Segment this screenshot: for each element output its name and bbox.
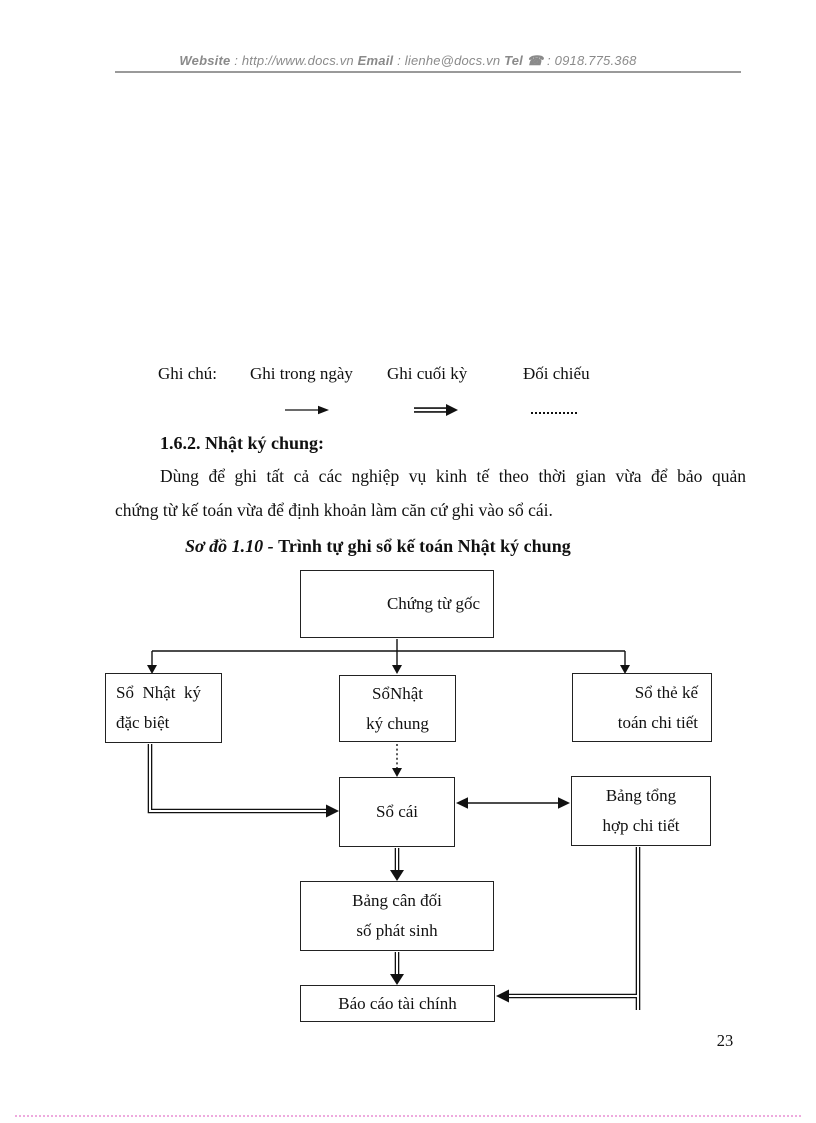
paragraph-line-1: Dùng để ghi tất cả các nghiệp vụ kinh tế… — [160, 466, 746, 486]
header-email-label: Email — [357, 53, 394, 68]
arrow-nhatkychung-to-socai — [392, 744, 402, 777]
diagram-title-number: Sơ đồ 1.10 - — [185, 536, 279, 556]
legend-title: Ghi chú: — [158, 364, 218, 383]
box-label-line2: toán chi tiết — [617, 712, 698, 732]
legend-item-ghi-trong-ngay: Ghi trong ngày — [250, 364, 353, 383]
header-email-value: : lienhe@docs.vn — [393, 53, 505, 68]
box-label-line2: ký chung — [366, 713, 429, 733]
dotted-line-icon — [531, 412, 577, 414]
flowchart-box-so-nhat-ky-dac-biet: Sổ Nhật ký đặc biệt — [105, 673, 222, 743]
header-website-value: : http://www.docs.vn — [230, 53, 358, 68]
flowchart-box-bang-tong-hop-chi-tiet: Bảng tổng hợp chi tiết — [571, 776, 711, 846]
single-arrow-icon — [284, 403, 330, 422]
header-tel-label: Tel — [504, 53, 523, 68]
box-label-line1: Sổ thẻ kế — [634, 682, 698, 702]
arrow-socai-bangtonghop-bidirectional — [456, 797, 570, 809]
section-heading: 1.6.2. Nhật ký chung: — [160, 433, 325, 453]
flowchart-box-so-the-ke-toan-chi-tiet: Sổ thẻ kế toán chi tiết — [572, 673, 712, 742]
phone-icon: ☎ — [523, 53, 544, 68]
flowchart-box-bao-cao-tai-chinh: Báo cáo tài chính — [300, 985, 495, 1022]
arrow-dacbiet-to-socai — [147, 744, 339, 818]
diagram-title: Sơ đồ 1.10 - Trình tự ghi sổ kế toán Nhậ… — [185, 536, 571, 557]
box-label-line1: Bảng cân đối — [352, 891, 442, 910]
header-tel-value: : 0918.775.368 — [543, 53, 637, 68]
paragraph-line-2: chứng từ kế toán vừa để định khoản làm c… — [115, 500, 553, 520]
box-label-line2: đặc biệt — [116, 713, 170, 732]
arrow-bangcandoi-to-baocao — [390, 952, 404, 985]
page-number: 23 — [716, 1031, 734, 1050]
box-label-line1: SổNhật — [372, 683, 423, 703]
page-bottom-boundary — [15, 1115, 801, 1117]
box-label-line2: số phát sinh — [356, 921, 438, 940]
header-website-label: Website — [179, 53, 231, 68]
legend-item-doi-chieu: Đối chiếu — [523, 364, 590, 383]
flowchart-box-chung-tu-goc: Chứng từ gốc — [300, 570, 494, 638]
branch-lines-ghi-trong-ngay — [147, 639, 630, 674]
box-label-line1: Sổ Nhật ký — [116, 683, 201, 702]
box-label-line1: Bảng tổng — [605, 786, 677, 805]
double-arrow-icon — [413, 403, 459, 422]
flowchart-box-so-cai: Sổ cái — [339, 777, 455, 847]
page-header: Website : http://www.docs.vn Email : lie… — [0, 53, 816, 69]
diagram-title-text: Trình tự ghi sổ kế toán Nhật ký chung — [278, 536, 571, 556]
box-label: Chứng từ gốc — [386, 594, 480, 613]
legend-item-ghi-cuoi-ky: Ghi cuối kỳ — [387, 364, 468, 383]
flowchart-box-so-nhat-ky-chung: SổNhật ký chung — [339, 675, 456, 742]
header-rule — [115, 71, 741, 73]
arrow-bangtonghop-to-baocao — [496, 847, 641, 1010]
arrow-socai-to-bangcandoi — [390, 848, 404, 881]
box-label: Báo cáo tài chính — [338, 993, 457, 1013]
box-label: Sổ cái — [375, 802, 419, 821]
flowchart-box-bang-can-doi-so-phat-sinh: Bảng cân đối số phát sinh — [300, 881, 494, 951]
box-label-line2: hợp chi tiết — [602, 816, 680, 835]
